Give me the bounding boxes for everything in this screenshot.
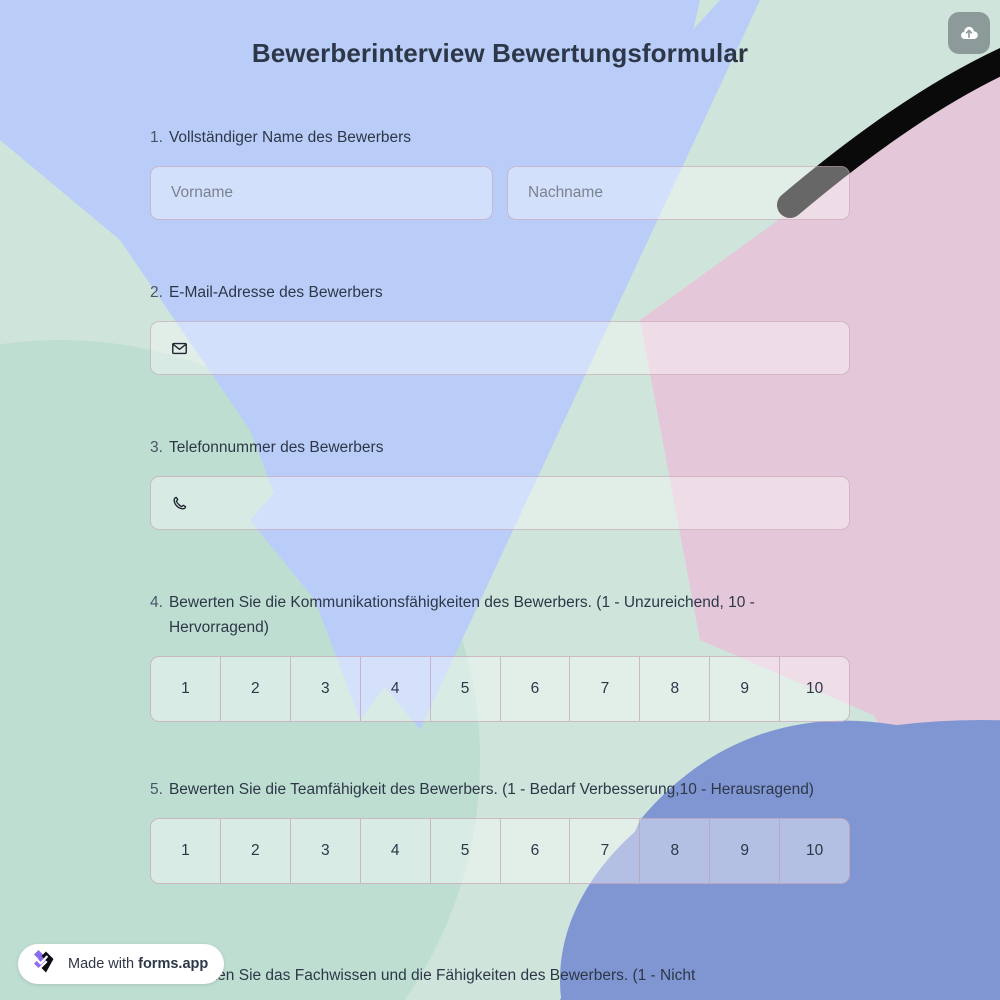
question-5-teamwork-rating: 5. Bewerten Sie die Teamfähigkeit des Be… xyxy=(150,777,850,884)
bg-black-arc xyxy=(777,48,1000,218)
rating-option[interactable]: 8 xyxy=(640,819,711,883)
phone-input[interactable] xyxy=(150,476,850,530)
rating-option[interactable]: 6 xyxy=(501,657,571,721)
question-1-label: 1. Vollständiger Name des Bewerbers xyxy=(150,125,850,150)
question-5-label: 5. Bewerten Sie die Teamfähigkeit des Be… xyxy=(150,777,850,802)
rating-option[interactable]: 5 xyxy=(431,819,501,883)
question-4-text: Bewerten Sie die Kommunikationsfähigkeit… xyxy=(168,594,755,636)
first-name-input[interactable]: Vorname xyxy=(150,166,493,220)
question-4-body: 1 2 3 4 5 6 7 8 9 10 xyxy=(150,656,850,722)
question-2-number: 2. xyxy=(150,284,163,301)
rating-option[interactable]: 6 xyxy=(501,819,571,883)
envelope-icon xyxy=(171,340,188,357)
question-2-body xyxy=(150,321,850,375)
made-with-formsapp-badge[interactable]: Made with forms.app xyxy=(18,944,225,984)
question-4-label: 4. Bewerten Sie die Kommunikationsfähigk… xyxy=(150,590,850,640)
page-title: Bewerberinterview Bewertungsformular xyxy=(251,38,749,68)
question-1-number: 1. xyxy=(150,129,163,146)
last-name-placeholder: Nachname xyxy=(528,184,603,201)
question-1-full-name: 1. Vollständiger Name des Bewerbers Vorn… xyxy=(150,125,850,220)
question-1-body: Vorname Nachname xyxy=(150,166,850,220)
question-2-text: E-Mail-Adresse des Bewerbers xyxy=(168,284,383,301)
question-6-expertise-rating: 6. Bewerten Sie das Fachwissen und die F… xyxy=(150,963,850,988)
question-3-body xyxy=(150,476,850,530)
badge-label: Made with forms.app xyxy=(68,956,208,972)
rating-option[interactable]: 4 xyxy=(361,819,431,883)
rating-option[interactable]: 1 xyxy=(151,819,221,883)
name-field-row: Vorname Nachname xyxy=(150,166,850,220)
rating-option[interactable]: 7 xyxy=(570,657,641,721)
rating-option[interactable]: 7 xyxy=(570,819,641,883)
question-5-body: 1 2 3 4 5 6 7 8 9 10 xyxy=(150,818,850,884)
question-5-text: Bewerten Sie die Teamfähigkeit des Bewer… xyxy=(168,781,814,798)
badge-prefix: Made with xyxy=(68,956,139,972)
question-6-label: 6. Bewerten Sie das Fachwissen und die F… xyxy=(150,963,850,988)
question-1-text: Vollständiger Name des Bewerbers xyxy=(168,129,412,146)
bg-blue-cone xyxy=(250,0,760,730)
rating-option[interactable]: 2 xyxy=(221,819,291,883)
question-3-number: 3. xyxy=(150,439,163,456)
question-3-phone: 3. Telefonnummer des Bewerbers xyxy=(150,435,850,530)
rating-option[interactable]: 4 xyxy=(361,657,431,721)
question-4-number: 4. xyxy=(150,594,163,611)
rating-option[interactable]: 9 xyxy=(710,819,781,883)
question-2-email: 2. E-Mail-Adresse des Bewerbers xyxy=(150,280,850,375)
question-6-text: Bewerten Sie das Fachwissen und die Fähi… xyxy=(168,967,696,984)
bg-blue-shape xyxy=(0,0,700,720)
question-2-label: 2. E-Mail-Adresse des Bewerbers xyxy=(150,280,850,305)
question-4-communication-rating: 4. Bewerten Sie die Kommunikationsfähigk… xyxy=(150,590,850,722)
rating-option[interactable]: 2 xyxy=(221,657,291,721)
question-5-number: 5. xyxy=(150,781,163,798)
email-input[interactable] xyxy=(150,321,850,375)
formsapp-diamond-logo xyxy=(28,947,58,982)
question-3-label: 3. Telefonnummer des Bewerbers xyxy=(150,435,850,460)
bg-pink-shape-2 xyxy=(640,60,1000,770)
rating-option[interactable]: 3 xyxy=(291,657,361,721)
question-3-text: Telefonnummer des Bewerbers xyxy=(168,439,384,456)
rating-scale-q4: 1 2 3 4 5 6 7 8 9 10 xyxy=(150,656,850,722)
first-name-placeholder: Vorname xyxy=(171,184,234,201)
last-name-input[interactable]: Nachname xyxy=(507,166,850,220)
cloud-upload-button[interactable] xyxy=(948,12,990,54)
rating-option[interactable]: 1 xyxy=(151,657,221,721)
rating-option[interactable]: 9 xyxy=(710,657,781,721)
phone-icon xyxy=(171,495,188,512)
rating-option[interactable]: 8 xyxy=(640,657,711,721)
cloud-upload-icon xyxy=(961,26,978,39)
rating-option[interactable]: 3 xyxy=(291,819,361,883)
rating-scale-q5: 1 2 3 4 5 6 7 8 9 10 xyxy=(150,818,850,884)
rating-option[interactable]: 10 xyxy=(805,680,824,697)
rating-option[interactable]: 10 xyxy=(805,842,824,859)
rating-option[interactable]: 5 xyxy=(431,657,501,721)
badge-brand: forms.app xyxy=(138,956,209,972)
